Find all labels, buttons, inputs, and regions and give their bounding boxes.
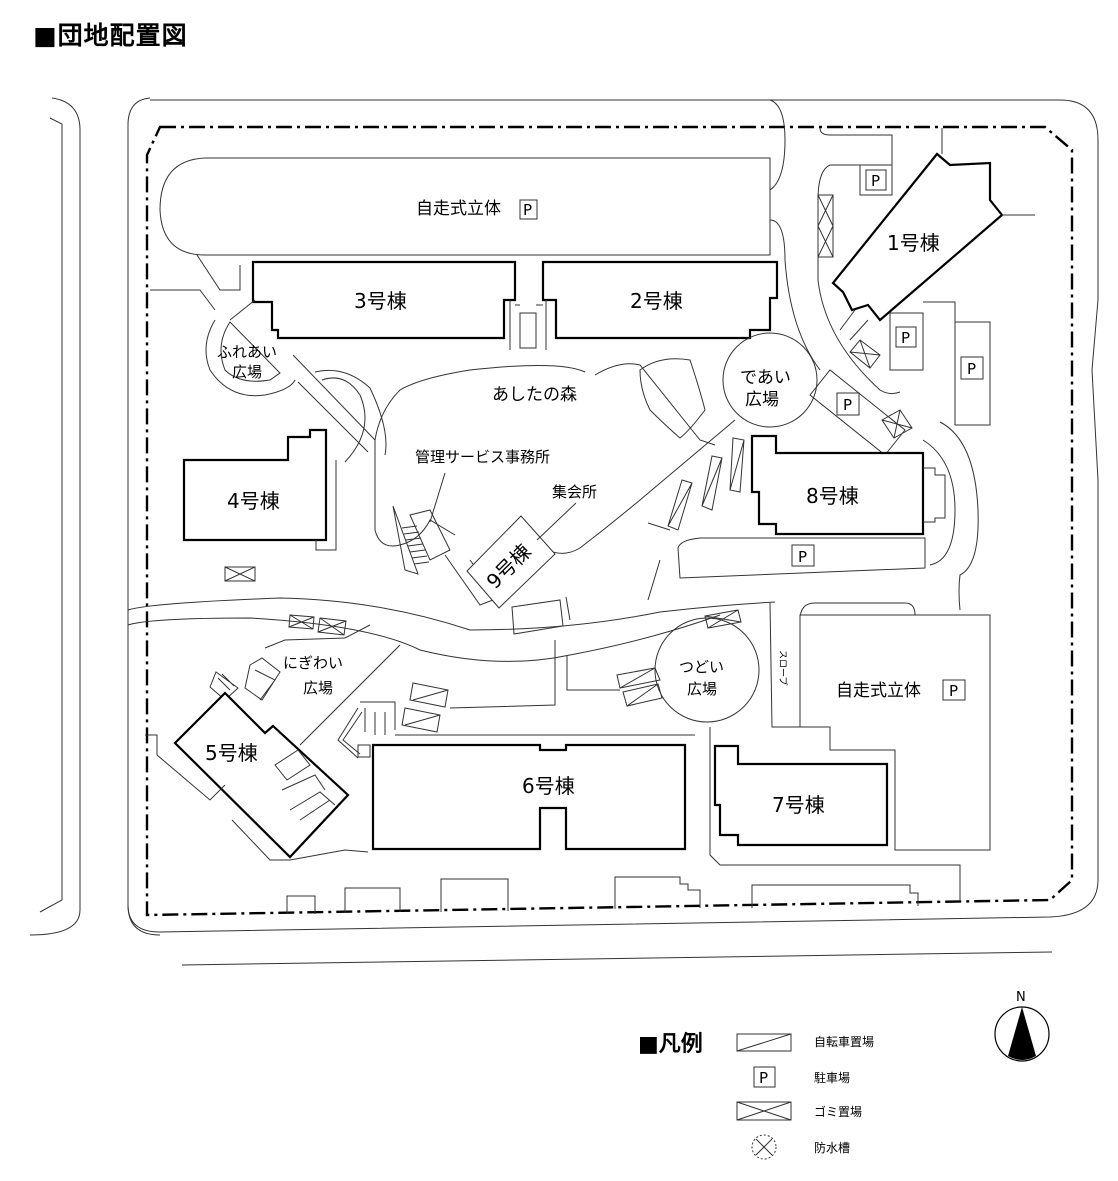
parking-structure-north-label: 自走式立体: [416, 199, 501, 219]
ashita-forest: あしたの森: [374, 358, 736, 554]
building-1-connector: [941, 128, 1035, 216]
building-8: 8号棟: [750, 434, 946, 536]
parking-mark: P: [523, 201, 532, 219]
bicycle-parking-central: [337, 640, 695, 759]
building-7: 7号棟: [709, 727, 961, 900]
building-6: 6号棟: [371, 743, 687, 851]
parking-strip-8: P: [677, 537, 926, 579]
legend-label: 自転車置場: [814, 1035, 875, 1049]
bicycle-parking-north: [647, 437, 745, 601]
road-edge: [769, 99, 786, 191]
building-4-label: 4号棟: [227, 489, 280, 513]
building-5-label: 5号棟: [205, 741, 258, 765]
outer-road-boundary: [127, 99, 1099, 933]
legend-item-garbage: ゴミ置場: [736, 1100, 936, 1124]
tsudoi-plaza: つどい 広場: [566, 609, 760, 723]
legend-item-fire-water-tank: 防水槽: [736, 1134, 936, 1160]
main-road: [127, 597, 776, 662]
deai-plaza-label-2: 広場: [745, 390, 779, 410]
parking-mark: P: [759, 1069, 768, 1087]
diagonal-path: [292, 354, 376, 453]
building-1: 1号棟: [831, 152, 1004, 322]
legend-item-parking: P 駐車場: [736, 1066, 936, 1090]
slope-label: スロープ: [777, 650, 788, 685]
building-6-label: 6号棟: [522, 774, 575, 798]
deai-plaza-label: であい: [740, 368, 791, 388]
building-2-label: 2号棟: [630, 289, 683, 313]
slope-path: [769, 602, 916, 728]
fureai-plaza-label: ふれあい: [217, 343, 277, 361]
page-title: ■団地配置図: [33, 21, 188, 50]
nigiwai-plaza-label-2: 広場: [303, 679, 333, 697]
site-boundary: [145, 125, 1074, 917]
north-compass: N: [994, 990, 1050, 1062]
nigiwai-plaza: にぎわい 広場: [209, 624, 401, 746]
building-9: 9号棟 集会所: [444, 483, 597, 609]
legend-label: ゴミ置場: [814, 1105, 863, 1119]
building-3-label: 3号棟: [354, 289, 407, 313]
parking-mark: P: [967, 360, 976, 378]
parking-structure-east: 自走式立体 P: [799, 614, 991, 851]
building-7-label: 7号棟: [772, 793, 825, 817]
tsudoi-plaza-label-2: 広場: [687, 680, 717, 698]
parking-mark: P: [901, 329, 910, 347]
parking-structure-east-label: 自走式立体: [836, 681, 921, 701]
legend-title: ■凡例: [638, 1032, 703, 1057]
building-5: 5号棟: [145, 691, 369, 861]
deai-plaza: であい 広場: [722, 332, 818, 428]
path-curve: [314, 369, 387, 463]
meeting-hall-label: 集会所: [552, 483, 597, 501]
parking-mark: P: [843, 396, 852, 414]
management-office: 管理サービス事務所: [392, 448, 550, 575]
building-3: 3号棟: [251, 260, 517, 340]
road-edge: [769, 219, 821, 371]
tsudoi-plaza-label: つどい: [679, 658, 724, 676]
parking-structure-north: 自走式立体 P: [159, 157, 771, 256]
road-edge-east-inner: [922, 439, 956, 566]
building-1-label: 1号棟: [887, 231, 940, 255]
left-road: [29, 97, 161, 936]
bicycle-parking-symbol-icon: [736, 1033, 792, 1052]
legend-label: 防水槽: [814, 1141, 851, 1155]
garbage-area-west: [224, 566, 571, 636]
deai-parking: P: [809, 369, 913, 456]
garbage-area-symbol-icon: [736, 1101, 792, 1121]
south-structures: [286, 876, 919, 914]
building-8-label: 8号棟: [806, 484, 859, 508]
management-office-label: 管理サービス事務所: [415, 448, 550, 466]
parking-mark: P: [871, 172, 880, 190]
parking-mark: P: [949, 682, 958, 700]
building-4: 4号棟: [182, 428, 337, 551]
compass-north-label: N: [1016, 990, 1026, 1005]
ne-parking-area: P P P: [817, 127, 991, 426]
central-passage: [509, 300, 547, 350]
fureai-plaza: ふれあい 広場: [150, 254, 296, 397]
building-2: 2号棟: [541, 260, 779, 340]
bottom-road-line: [181, 951, 1053, 966]
fire-water-tank-symbol-icon: [751, 1134, 777, 1160]
north-arrow-icon: [1008, 1007, 1036, 1060]
parking-symbol-icon: P: [753, 1066, 776, 1088]
nigiwai-plaza-label: にぎわい: [283, 654, 343, 672]
fureai-plaza-label-2: 広場: [232, 363, 262, 381]
ashita-forest-label: あしたの森: [492, 385, 577, 405]
road-edge-east: [939, 421, 979, 611]
legend-label: 駐車場: [814, 1071, 851, 1085]
parking-mark: P: [798, 548, 807, 566]
legend-item-bicycle-parking: 自転車置場: [736, 1030, 936, 1054]
